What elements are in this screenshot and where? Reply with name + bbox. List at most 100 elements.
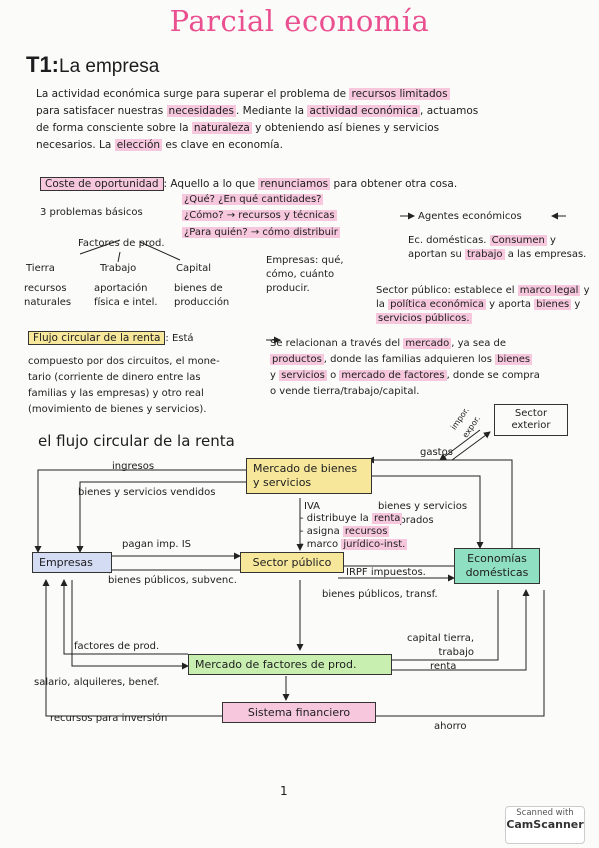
highlight: servicios públicos.	[376, 313, 472, 324]
flujo-text: y	[270, 370, 280, 381]
agentes-text: y la	[376, 285, 590, 310]
coste-text: : Aquello a lo que	[163, 178, 259, 190]
label-bienes-publicos-subv: bienes públicos, subvenc.	[108, 575, 237, 586]
node-sistema-financiero: Sistema financiero	[222, 702, 376, 723]
highlight: renunciamos	[258, 178, 331, 190]
node-sector-publico: Sector público	[240, 552, 344, 573]
flujo-text: compuesto por dos circuitos, el mone-	[28, 356, 220, 367]
problema-como: ¿Cómo? → recursos y técnicas	[182, 209, 337, 223]
agentes-sp: Sector público: establece el marco legal…	[376, 284, 591, 326]
node-empresas: Empresas	[32, 552, 112, 573]
problema-para-quien: ¿Para quién? → cómo distribuir	[182, 226, 340, 240]
highlight: naturaleza	[191, 122, 252, 134]
scanner-line1: Scanned with	[516, 808, 574, 818]
coste-text: para obtener otra cosa.	[330, 178, 458, 190]
section-label: T1:	[26, 52, 59, 77]
flujo-first-line: Flujo circular de la renta: Está	[28, 331, 194, 346]
label-irpf: IRPF impuestos.	[346, 567, 426, 578]
label-salario: salario, alquileres, benef.	[34, 677, 160, 688]
highlight: mercado	[403, 338, 452, 349]
coste-line: Coste de oportunidad: Aquello a lo que r…	[40, 176, 585, 193]
tierra-desc: recursos naturales	[24, 283, 72, 308]
flujo-text: o	[326, 370, 340, 381]
highlight: marco legal	[517, 285, 581, 296]
node-economias: Economías domésticas	[454, 548, 540, 584]
flujo-right-text: Se relacionan a través del mercado, ya s…	[270, 336, 588, 400]
agentes-text: Ec. domésticas.	[408, 235, 490, 246]
label-text: - marco	[300, 539, 342, 550]
agentes-label: Agentes económicos	[418, 211, 522, 222]
intro-text: de forma consciente sobre la	[36, 122, 192, 134]
highlight: recursos limitados	[349, 88, 450, 100]
highlight: servicios	[279, 370, 327, 381]
label-pagan: pagan imp. IS	[122, 539, 191, 550]
section-name: La empresa	[59, 56, 160, 77]
highlight: recursos	[342, 526, 390, 537]
problema-text: ¿Cómo? → recursos y técnicas	[182, 210, 337, 221]
problemas-label: 3 problemas básicos	[40, 207, 143, 218]
flujo-text: : Está	[165, 333, 194, 344]
flujo-text: tario (corriente de dinero entre las	[28, 372, 201, 383]
agentes-text: Sector público: establece el	[376, 285, 518, 296]
label-gastos: gastos	[420, 447, 453, 458]
empresas-note: Empresas: qué, cómo, cuánto producir.	[266, 255, 344, 294]
label-sp-renta: - distribuye la renta	[300, 512, 403, 526]
intro-text: es clave en economía.	[162, 139, 283, 151]
highlight: jurídico-inst.	[341, 539, 408, 550]
page-title: Parcial economía	[169, 4, 430, 38]
capital-desc: bienes de producción	[174, 283, 230, 308]
trabajo-desc: aportación física e intel.	[94, 283, 158, 308]
highlight: mercado de factores	[339, 370, 447, 381]
flujo-label: Flujo circular de la renta	[28, 331, 166, 345]
label-capital-tierra: capital tierra, trabajo	[407, 633, 474, 658]
intro-text: . Mediante la	[235, 105, 308, 117]
problema-text: ¿Qué? ¿En qué cantidades?	[182, 194, 324, 205]
label-text: - distribuye la	[300, 513, 372, 524]
agentes-text: y aportan su	[408, 235, 556, 260]
factor-tierra: Tierra	[26, 263, 55, 274]
label-text: - asigna	[300, 526, 343, 537]
highlight: bienes	[495, 354, 533, 365]
label-renta: renta	[430, 661, 457, 672]
flujo-text: familias y las empresas) y otro real	[28, 388, 204, 399]
node-sector-exterior: Sector exterior	[494, 404, 568, 436]
agentes-text: a las empresas.	[504, 249, 587, 260]
label-bienes-publicos-transf: bienes públicos, transf.	[322, 589, 438, 600]
diagram-heading: el flujo circular de la renta	[38, 432, 235, 450]
flujo-text: o vende tierra/trabajo/capital.	[270, 386, 420, 397]
highlight: actividad económica	[307, 105, 421, 117]
highlight: bienes	[534, 299, 572, 310]
flujo-text: Se relacionan a través del	[270, 338, 404, 349]
highlight: necesidades	[166, 105, 236, 117]
flujo-text: , ya sea de	[451, 338, 507, 349]
label-iva: IVA	[304, 501, 320, 512]
label-ahorro: ahorro	[434, 721, 467, 732]
intro-text: y obteniendo así bienes y servicios	[251, 122, 440, 134]
label-factores-prod: factores de prod.	[74, 641, 160, 652]
flujo-text: , donde las familias adquieren los	[323, 354, 496, 365]
intro-text: necesarios. La	[36, 139, 115, 151]
intro-text: La actividad económica surge para supera…	[36, 88, 350, 100]
scanner-watermark: Scanned with CamScanner	[505, 806, 585, 844]
flujo-text: , donde se compra	[446, 370, 540, 381]
page-number: 1	[280, 784, 288, 798]
agentes-text: y	[571, 299, 581, 310]
factores-label: Factores de prod.	[78, 238, 165, 249]
agentes-text: y aporta	[486, 299, 535, 310]
highlight: elección	[114, 139, 163, 151]
coste-label: Coste de oportunidad	[40, 177, 164, 191]
problema-que: ¿Qué? ¿En qué cantidades?	[182, 193, 324, 207]
node-mercado-bienes: Mercado de bienes y servicios	[246, 458, 372, 494]
highlight: trabajo	[465, 249, 505, 260]
node-mercado-factores: Mercado de factores de prod.	[188, 654, 392, 675]
flujo-text: (movimiento de bienes y servicios).	[28, 404, 207, 415]
highlight: Consumen	[489, 235, 547, 246]
label-ingresos: ingresos	[112, 461, 155, 472]
factor-capital: Capital	[176, 263, 212, 274]
highlight: productos	[270, 354, 324, 365]
label-sp-marco: - marco jurídico-inst.	[300, 538, 408, 552]
intro-text: para satisfacer nuestras	[36, 105, 167, 117]
label-recursos-inversion: recursos para inversión	[50, 713, 168, 724]
label-sp-recursos: - asigna recursos	[300, 525, 390, 539]
label-bienes-vendidos: bienes y servicios vendidos	[78, 487, 216, 498]
